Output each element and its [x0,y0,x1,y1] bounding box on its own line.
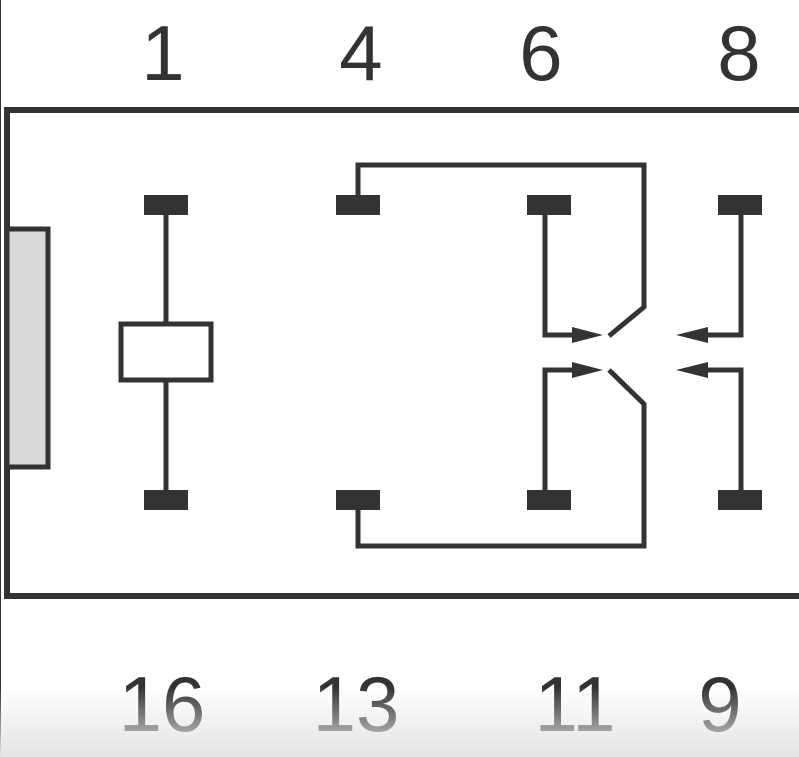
pad-8 [718,195,762,215]
pin-label-1: 1 [141,9,184,97]
contact-wire-pin11 [542,367,575,490]
pad-9 [718,490,762,510]
contact-wire-pin9 [705,367,744,490]
left-border-line [0,0,1,757]
pin-label-6: 6 [519,9,562,97]
contact-arrow-pin6 [572,327,603,343]
bottom-shadow [0,687,799,757]
contact-wire-pin6 [542,215,575,338]
contact-arrow-pin11 [572,362,603,378]
pad-16 [144,490,188,510]
orientation-tab [4,226,51,470]
coil-symbol [118,321,214,383]
contact-arrow-pin8 [676,327,708,343]
pad-1 [144,195,188,215]
contact-wire-pin8 [705,215,744,338]
pin-label-4: 4 [339,9,382,97]
pad-11 [527,490,571,510]
pad-6 [527,195,571,215]
pin-label-8: 8 [717,9,760,97]
common-wire-pin13 [355,368,647,549]
pad-13 [336,490,380,510]
common-wire-pin4 [355,162,647,338]
pad-4 [336,195,380,215]
contact-arrow-pin9 [676,362,708,378]
